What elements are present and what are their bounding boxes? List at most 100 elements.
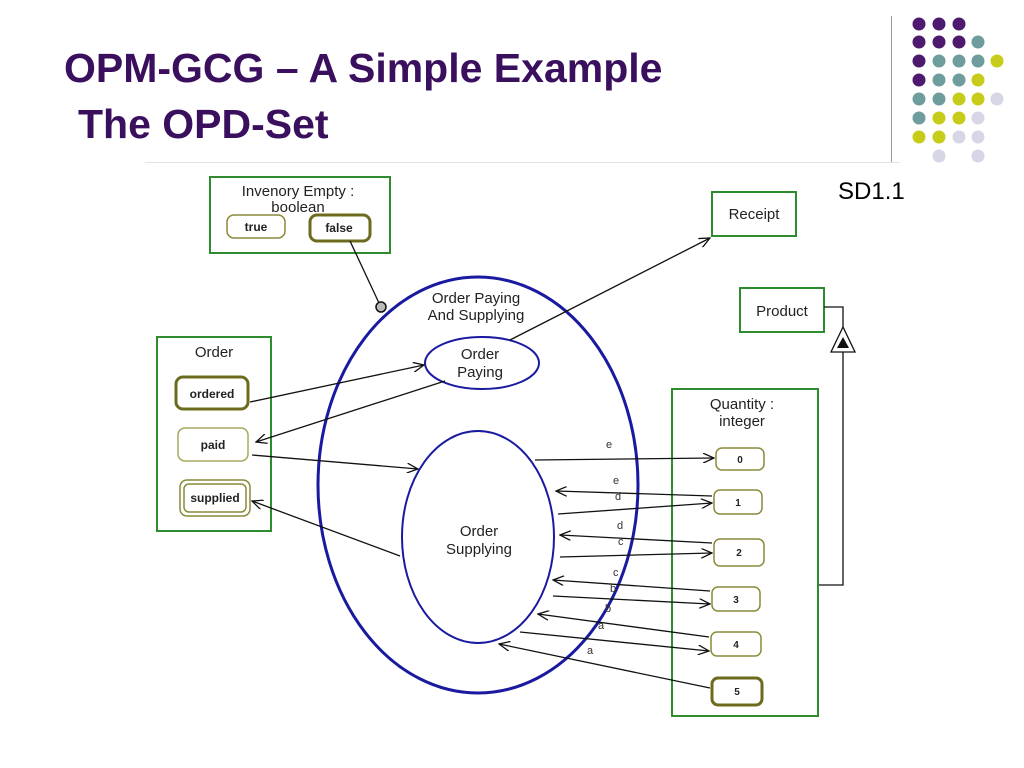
dot-grid-dots [912,17,1004,163]
link-label: c [613,567,619,579]
order-state-ordered-label: ordered [190,387,235,401]
link-label: c [618,536,624,548]
dot [952,130,966,144]
order-object: Order ordered paid supplied [156,336,272,532]
inventory-state-false-label: false [325,221,353,235]
dot [932,111,946,125]
dot [932,54,946,68]
opd-diagram-canvas: Invenory Empty : boolean true false Rece… [156,176,857,717]
slide-title-line-2: The OPD-Set [78,101,329,147]
link-supplying-to-q3 [552,595,710,604]
dot [932,17,946,31]
quantity-state-label: 4 [733,640,739,651]
quantity-state-label: 1 [735,498,741,509]
order-state-supplied: supplied [179,479,251,517]
quantity-state-label: 3 [733,595,739,606]
dot [932,92,946,106]
link-q1-to-supplying [556,491,713,497]
condition-link-false [349,240,387,313]
dot [932,73,946,87]
receipt-object: Receipt [711,191,797,237]
quantity-name-line-2: integer [719,413,765,430]
order-state-paid: paid [177,427,249,462]
quantity-state-label: 0 [737,455,743,466]
link-label: a [598,620,605,632]
quantity-state: 4 [710,631,762,657]
link-supplying-to-q0 [534,458,714,460]
quantity-state: 5 [710,676,764,707]
inventory-name-line-2: boolean [271,199,324,216]
inventory-name-line-1: Invenory Empty : [242,183,355,200]
link-paying-to-receipt [509,238,710,341]
dot [932,130,946,144]
process-main-line-1: Order Paying [432,290,520,307]
dot [912,92,926,106]
link-q5-to-supplying [499,644,711,689]
order-state-supplied-label: supplied [190,491,239,505]
link-ordered-to-paying [249,365,424,403]
process-main-line-2: And Supplying [428,307,525,324]
process-order-supplying: Order Supplying [401,430,555,644]
inventory-state-true-label: true [245,220,268,234]
inventory-state-false: false [308,213,372,243]
quantity-state: 0 [715,447,765,471]
link-paid-to-supplying [251,454,418,469]
link-supplying-to-q2 [559,553,712,557]
order-name: Order [195,344,233,361]
link-label: b [610,583,616,595]
process-supplying-line-2: Supplying [446,541,512,558]
link-label: e [606,439,612,451]
quantity-state: 2 [713,538,765,567]
slide-title-line-1: OPM-GCG – A Simple Example [64,45,663,91]
inventory-state-true: true [226,214,286,239]
dot [952,111,966,125]
dot [971,35,985,49]
dot [952,73,966,87]
dot [952,92,966,106]
dot [971,111,985,125]
process-paying-line-1: Order [461,346,499,363]
order-state-paid-label: paid [201,438,226,452]
receipt-label: Receipt [729,206,781,223]
link-supplying-to-supplied [252,501,401,557]
link-label: a [587,645,594,657]
link-supplying-to-q4 [519,631,709,651]
sd-label: SD1.1 [838,178,905,205]
dot [971,130,985,144]
dot [990,54,1004,68]
quantity-state: 1 [713,489,763,515]
link-labels: e e d d c c b b a a [587,439,624,657]
link-label: e [613,475,619,487]
dot [952,35,966,49]
product-object: Product [739,287,825,333]
procedural-links [249,238,714,689]
dot [912,54,926,68]
link-paying-to-paid [256,380,446,442]
link-q3-to-supplying [553,580,711,592]
dot [990,92,1004,106]
dot [971,92,985,106]
dot [912,17,926,31]
slide-title: OPM-GCG – A Simple Example The OPD-Set [64,40,662,152]
opd-diagram: Invenory Empty : boolean true false Rece… [147,163,899,726]
dot [912,35,926,49]
link-label: d [617,520,623,532]
decorative-horizontal-divider [145,162,900,163]
dot [932,149,946,163]
dot [971,149,985,163]
dot [971,73,985,87]
link-q4-to-supplying [538,614,710,638]
dot [912,130,926,144]
decorative-vertical-divider [891,16,892,162]
process-supplying-line-1: Order [460,523,498,540]
dot [932,35,946,49]
process-paying-line-2: Paying [457,364,503,381]
quantity-name-line-1: Quantity : [710,396,774,413]
decorative-dot-grid [912,17,1004,163]
quantity-state-label: 5 [734,687,740,698]
quantity-state: 3 [711,586,761,612]
dot [971,54,985,68]
order-state-ordered: ordered [174,375,250,411]
product-label: Product [756,303,809,320]
dot [912,73,926,87]
